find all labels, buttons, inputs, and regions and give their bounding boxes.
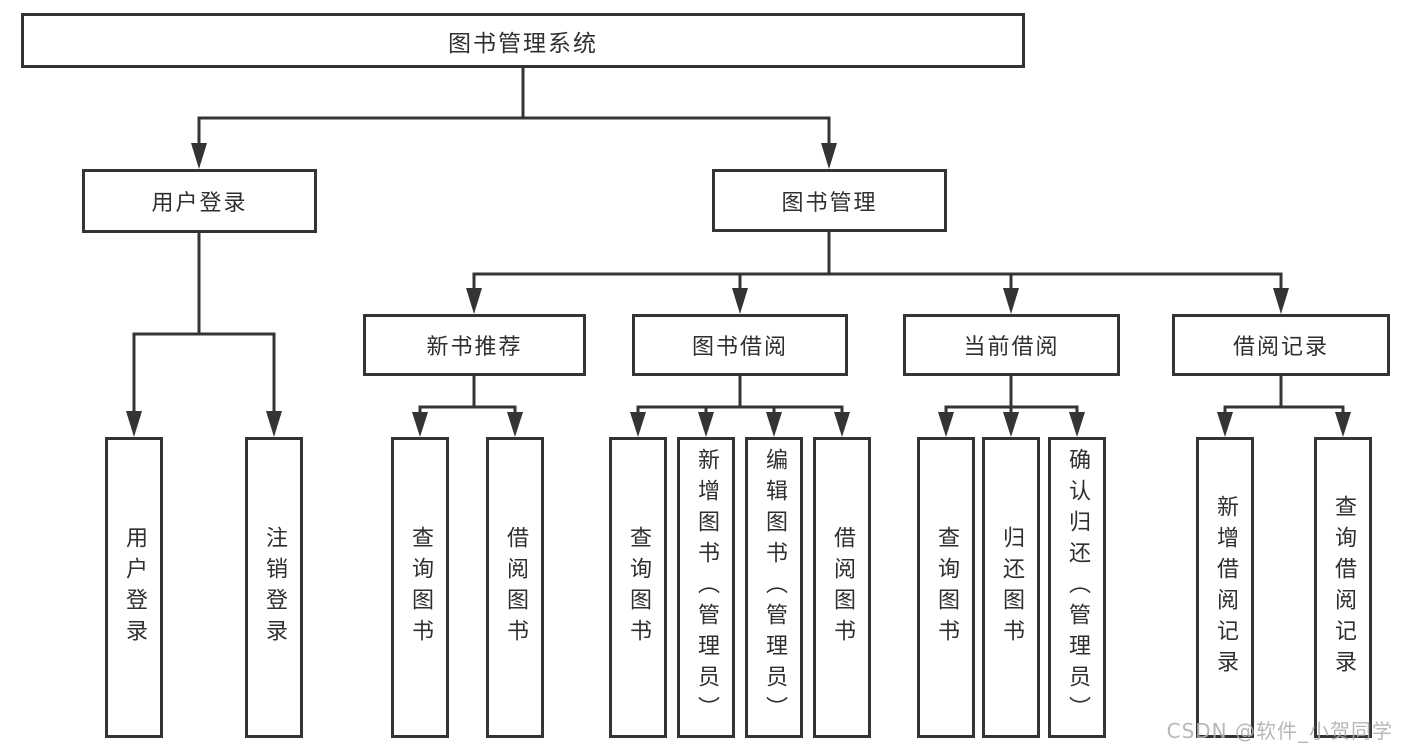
node-label: 新书推荐 bbox=[426, 335, 523, 360]
arrowheads bbox=[126, 143, 1351, 437]
leaf-label: 新增借阅记录 bbox=[1213, 494, 1238, 681]
leaf-label: 借阅图书 bbox=[830, 525, 855, 650]
node-borrowing-records: 借阅记录 bbox=[1172, 314, 1390, 376]
leaf-borrow-books: 借阅图书 bbox=[486, 437, 544, 738]
leaf-query-books: 查询图书 bbox=[391, 437, 449, 738]
leaf-label: 查询图书 bbox=[408, 525, 433, 650]
leaf-query-books: 查询图书 bbox=[917, 437, 975, 738]
leaf-return-books: 归还图书 bbox=[982, 437, 1040, 738]
node-book-borrowing: 图书借阅 bbox=[632, 314, 848, 376]
node-label: 当前借阅 bbox=[963, 335, 1060, 360]
leaf-confirm-return-admin: 确认归还（管理员） bbox=[1048, 437, 1106, 738]
leaf-query-books: 查询图书 bbox=[609, 437, 667, 738]
node-label: 图书管理系统 bbox=[448, 30, 598, 57]
leaf-add-book-admin: 新增图书（管理员） bbox=[677, 437, 735, 738]
leaf-label: 查询借阅记录 bbox=[1331, 494, 1356, 681]
leaf-logout: 注销登录 bbox=[245, 437, 303, 738]
leaf-add-borrow-record: 新增借阅记录 bbox=[1196, 437, 1254, 738]
leaf-label: 查询图书 bbox=[934, 525, 959, 650]
leaf-query-borrow-record: 查询借阅记录 bbox=[1314, 437, 1372, 738]
node-book-management: 图书管理 bbox=[712, 169, 947, 232]
leaf-label: 新增图书（管理员） bbox=[694, 448, 719, 727]
node-label: 图书借阅 bbox=[691, 335, 788, 360]
leaf-borrow-books: 借阅图书 bbox=[813, 437, 871, 738]
node-new-book-recommendation: 新书推荐 bbox=[363, 314, 586, 376]
node-library-management-system: 图书管理系统 bbox=[21, 13, 1025, 68]
csdn-watermark: CSDN @软件_小贺同学 bbox=[1166, 719, 1393, 743]
leaf-label: 归还图书 bbox=[999, 525, 1024, 650]
leaf-label: 借阅图书 bbox=[503, 525, 528, 650]
node-label: 借阅记录 bbox=[1232, 335, 1329, 360]
leaf-label: 注销登录 bbox=[262, 525, 287, 650]
node-current-borrowing: 当前借阅 bbox=[903, 314, 1120, 376]
leaf-label: 确认归还（管理员） bbox=[1065, 448, 1090, 727]
node-label: 图书管理 bbox=[781, 190, 878, 216]
leaf-label: 用户登录 bbox=[122, 525, 147, 650]
leaf-label: 编辑图书（管理员） bbox=[762, 448, 787, 727]
node-user-login: 用户登录 bbox=[82, 169, 317, 233]
leaf-edit-book-admin: 编辑图书（管理员） bbox=[745, 437, 803, 738]
leaf-user-login: 用户登录 bbox=[105, 437, 163, 738]
node-label: 用户登录 bbox=[151, 191, 248, 216]
leaf-label: 查询图书 bbox=[626, 525, 651, 650]
